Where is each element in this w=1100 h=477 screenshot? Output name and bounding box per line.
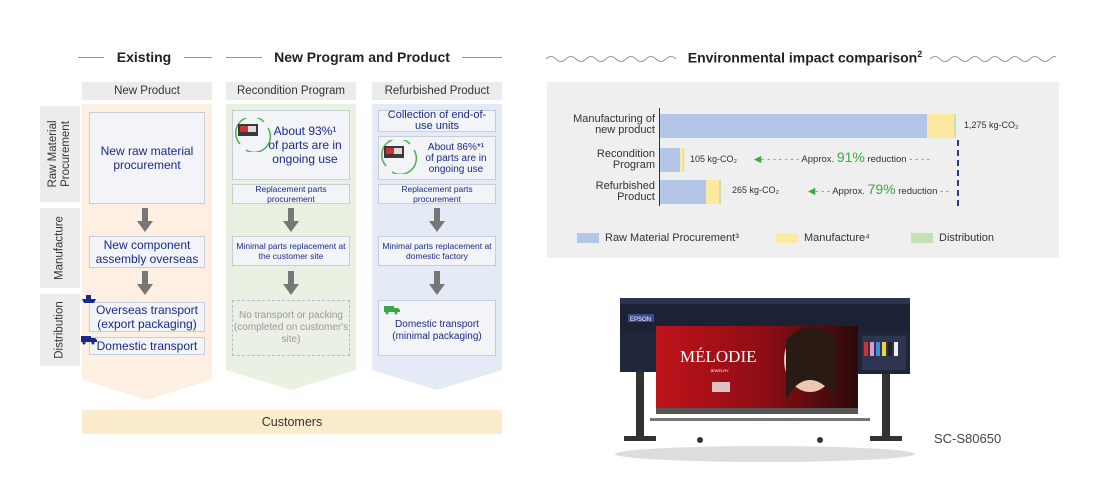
chart-bars	[660, 0, 960, 477]
bar-segment	[683, 148, 684, 172]
refurbished-replacement-parts-text: Replacement parts procurement	[401, 184, 473, 204]
wave-divider-right	[930, 56, 1056, 62]
existing-header: Existing	[116, 49, 172, 65]
refurbished-replacement-parts-box: Replacement parts procurement	[378, 184, 496, 204]
printer-illustration: EPSON MÉLODIE JEWELRY	[615, 298, 915, 462]
row-label-manufacture: Manufacture	[40, 208, 80, 288]
reduction-label: ◀- - - Approx. 79% reduction - -	[808, 181, 949, 197]
new-component-assembly-text: New component assembly overseas	[95, 238, 199, 266]
bar-segment	[660, 114, 927, 138]
value-label: 105 kg-CO₂	[690, 154, 738, 164]
bar-segment	[954, 114, 956, 138]
arrow-down-icon	[137, 208, 153, 232]
column-header-recondition: Recondition Program	[226, 82, 356, 100]
bar-segment	[680, 148, 683, 172]
bar-segment	[706, 180, 719, 204]
row-label-manufacture-text: Manufacture	[53, 216, 66, 280]
refurbished-minimal-replacement-box: Minimal parts replacement at domestic fa…	[378, 236, 496, 266]
truck-icon	[81, 336, 97, 345]
refurbished-minimal-replacement-text: Minimal parts replacement at domestic fa…	[382, 241, 492, 261]
printer-brand-text: EPSON	[630, 317, 651, 323]
collection-end-of-use-box: Collection of end-of-use units	[378, 110, 496, 132]
category-label: Manufacturing of new product	[573, 113, 655, 136]
refurbished-parts-reuse-text: About 86%*¹ of parts are in ongoing use	[425, 141, 487, 175]
recondition-no-transport-text: No transport or packing (completed on cu…	[233, 310, 349, 345]
new-raw-material-box: New raw material procurement	[89, 112, 205, 204]
reduction-prefix: Approx.	[801, 154, 835, 165]
banner-subtext: JEWELRY	[710, 368, 729, 373]
category-label: Refurbished Product	[595, 180, 655, 203]
arrow-down-icon	[429, 271, 445, 295]
new-raw-material-text: New raw material procurement	[100, 144, 194, 172]
new-program-header: New Program and Product	[274, 49, 450, 65]
ship-icon	[82, 295, 96, 303]
left-arrow-icon: ◀- - - - - - -	[754, 154, 800, 165]
recondition-no-transport-box: No transport or packing (completed on cu…	[232, 300, 350, 356]
legend-label-raw: Raw Material Procurement³	[605, 232, 739, 244]
column-header-new-product: New Product	[82, 82, 212, 100]
row-label-distribution-text: Distribution	[53, 301, 66, 359]
environmental-impact-title: Environmental impact comparison2	[680, 49, 930, 66]
legend-swatch-raw	[577, 233, 599, 243]
reduction-prefix: Approx.	[832, 186, 865, 197]
new-component-assembly-box: New component assembly overseas	[89, 236, 205, 268]
row-label-raw-material: Raw Material Procurement	[40, 106, 80, 202]
recondition-minimal-replacement-text: Minimal parts replacement at the custome…	[236, 241, 346, 261]
reference-line	[957, 140, 959, 206]
recondition-parts-reuse-box: About 93%¹ of parts are in ongoing use	[232, 110, 350, 180]
value-label: 1,275 kg-CO₂	[964, 120, 1019, 130]
legend-swatch-distribution	[911, 233, 933, 243]
legend-label-distribution: Distribution	[939, 232, 995, 244]
row-label-distribution: Distribution	[40, 294, 80, 366]
recondition-parts-reuse-text: About 93%¹ of parts are in ongoing use	[268, 124, 342, 166]
value-label: 265 kg-CO₂	[732, 185, 780, 195]
arrow-down-icon	[429, 208, 445, 232]
domestic-transport-box: Domestic transport	[89, 337, 205, 355]
bar-segment	[660, 148, 680, 172]
wave-divider-left	[546, 56, 676, 62]
dash-line: - - - -	[909, 154, 930, 165]
model-name: SC-S80650	[934, 431, 1002, 446]
left-arrow-icon: ◀- - -	[808, 186, 831, 197]
domestic-transport-text: Domestic transport	[96, 339, 198, 353]
recondition-replacement-parts-text: Replacement parts procurement	[255, 184, 327, 204]
reduction-percent: 91%	[836, 149, 865, 165]
refurbished-domestic-transport-text: Domestic transport (minimal packaging)	[392, 319, 482, 342]
chart-panel	[547, 82, 1059, 258]
column-header-refurbished: Refurbished Product	[372, 82, 502, 100]
environmental-impact-title-text: Environmental impact comparison	[687, 49, 918, 66]
legend-swatch-manufacture	[776, 233, 798, 243]
overseas-transport-box: Overseas transport (export packaging)	[89, 302, 205, 332]
arrow-down-icon	[283, 208, 299, 232]
customers-bar: Customers	[82, 410, 502, 434]
overseas-transport-text: Overseas transport (export packaging)	[95, 303, 199, 331]
truck-icon	[384, 306, 400, 315]
arrow-down-icon	[283, 271, 299, 295]
legend-label-manufacture: Manufacture⁴	[804, 232, 870, 244]
printer-cycle-icon	[234, 118, 272, 152]
recondition-minimal-replacement-box: Minimal parts replacement at the custome…	[232, 236, 350, 266]
chart-axis	[659, 108, 660, 206]
recondition-replacement-parts-box: Replacement parts procurement	[232, 184, 350, 204]
banner-text: MÉLODIE	[680, 347, 756, 366]
bar-segment	[660, 180, 706, 204]
reduction-suffix: reduction	[898, 186, 938, 197]
reduction-label: ◀- - - - - - - Approx. 91% reduction - -…	[754, 149, 930, 165]
collection-end-of-use-text: Collection of end-of-use units	[387, 109, 487, 132]
bar-segment	[719, 180, 721, 204]
arrow-down-icon	[137, 271, 153, 295]
row-label-raw-material-text: Raw Material Procurement	[47, 120, 72, 188]
category-label: Recondition Program	[596, 148, 655, 171]
printer-cycle-icon	[380, 140, 418, 174]
reduction-percent: 79%	[867, 181, 896, 197]
dash-line: - -	[940, 186, 949, 197]
environmental-impact-title-footnote: 2	[917, 49, 923, 59]
reduction-suffix: reduction	[867, 154, 907, 165]
bar-segment	[927, 114, 954, 138]
